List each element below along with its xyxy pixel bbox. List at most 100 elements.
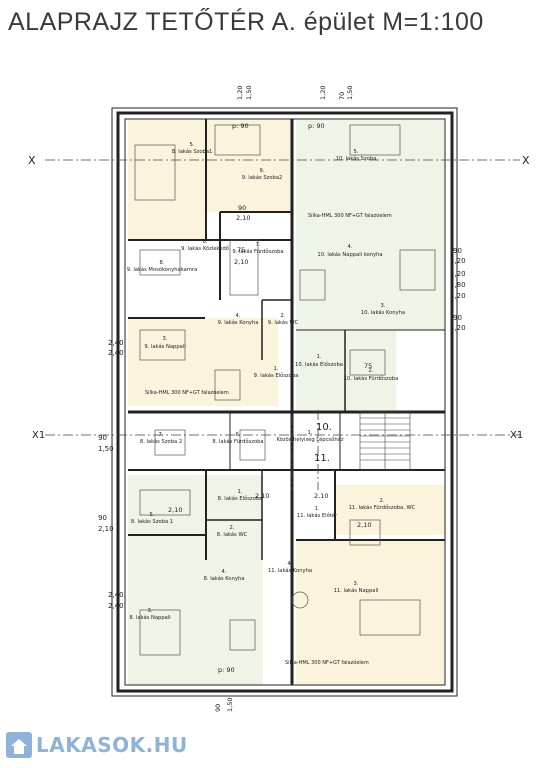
dim-inner-8: 75 (364, 362, 372, 370)
room-title: 10. lakás Előszoba (295, 361, 343, 368)
room-title: 9. lakás Közlekedő (181, 245, 229, 252)
room-num: 2. (230, 525, 235, 531)
logo-text: LAKASOK.HU (36, 733, 188, 757)
furniture (134, 124, 436, 656)
room-num: 2. (369, 368, 374, 374)
dim-top-p-right: p: 90 (308, 122, 325, 130)
room-num: 1. (238, 489, 243, 495)
axis-label-11: 11. (314, 453, 330, 464)
dim-inner-2: 2,10 (236, 214, 250, 222)
room-num: 4. (222, 569, 227, 575)
wall-note-3: Silka-HML 300 NF+GT falazóelem (285, 659, 369, 666)
dim-top-p-left: p: 90 (232, 122, 249, 130)
room-num: 3. (354, 581, 359, 587)
room-title: Közös helyiség Lépcsőház (276, 436, 343, 443)
room-title: 10. lakás Konyha (361, 309, 405, 316)
room-num: 7. (159, 432, 164, 438)
room-num: 6. (203, 239, 208, 245)
dim-inner-9: 2,10 (314, 492, 328, 500)
axis-label-x-right: X (522, 154, 530, 167)
wall-note-2: Silka-HML 300 NF+GT falazóelem (145, 389, 229, 396)
room-title: 11. lakás Fürdőszoba, WC (349, 504, 416, 511)
room-num: 2. (281, 313, 286, 319)
dim-right-7: 1,20 (450, 324, 466, 332)
room-title: 11. lakás Konyha (268, 567, 312, 574)
dim-left-6: 2,10 (98, 525, 114, 533)
bottom-dimensions: p: 90 90 1,50 (214, 666, 235, 712)
room-title: 11. lakás Előtér (297, 512, 338, 519)
room-num: 6. (236, 432, 241, 438)
dim-top-3: 1,20 (319, 86, 327, 100)
wall-notes: Silka-HML 300 NF+GT falazóelem Silka-HML… (145, 212, 392, 666)
room-fills (128, 120, 445, 685)
dim-right-6: 90 (453, 314, 462, 322)
room-title: 10. lakás Fürdőszoba (344, 375, 399, 382)
room-num: 1. (317, 354, 322, 360)
dim-left-1: 2,40 (108, 339, 124, 347)
room-title: 9. lakás Előszoba (254, 372, 299, 379)
axis-label-x1-left: X1 (32, 430, 45, 441)
axis-label-10: 10. (316, 422, 332, 433)
dim-left-4: 1,50 (98, 445, 114, 453)
inner-dimensions: 90 2,10 2,10 75 2,10 2,10 2,10 75 2,10 (168, 204, 372, 529)
site-logo[interactable]: LAKASOK.HU (6, 730, 188, 760)
room-title: 9. lakás Nappali (144, 343, 185, 350)
room-title: 8. lakás Szoba 2 (140, 438, 182, 445)
room-num: 3. (381, 303, 386, 309)
axis-label-x-left: X (28, 154, 36, 167)
dim-left-8: 2,40 (108, 602, 124, 610)
dim-left-5: 90 (98, 514, 107, 522)
room-title: 8. lakás Konyha (204, 575, 245, 582)
room-title: 9. lakás Konyha (218, 319, 259, 326)
dim-inner-5: 2,10 (168, 506, 182, 514)
room-num: 1. (308, 430, 313, 436)
dim-right-2: 1,20 (450, 257, 466, 265)
dim-left-7: 2,40 (108, 591, 124, 599)
dim-right-4: 1,80 (450, 281, 466, 289)
dim-inner-4: 75 (237, 246, 245, 254)
room-num: 5. (150, 512, 155, 518)
drawing-title: ALAPRAJZ TETŐTÉR A. épület M=1:100 (8, 8, 484, 36)
dim-right-3: 1,20 (450, 270, 466, 278)
room-num: 9. (260, 168, 265, 174)
dim-bottom-1: 90 (214, 704, 222, 712)
axis-label-x1-right: X1 (510, 430, 523, 441)
room-num: 4. (288, 561, 293, 567)
dim-inner-3: 2,10 (234, 258, 248, 266)
room-title: 10. lakás Nappali konyha (317, 251, 382, 258)
room-num: 7. (256, 242, 261, 248)
room-title: 9. lakás Fürdőszoba (232, 248, 283, 255)
room-num: 1. (315, 506, 320, 512)
room-title: 8. lakás Előszoba (218, 495, 263, 502)
dim-top-1: 1,20 (236, 86, 244, 100)
room-title: 9. lakás WC (268, 319, 299, 326)
room-title: 8. lakás Szoba1 (172, 148, 213, 155)
dim-left-2: 2,40 (108, 349, 124, 357)
top-dimensions: 1,20 1,50 1,20 70 1,50 p: 90 p: 90 (232, 86, 354, 130)
dim-top-5: 1,50 (346, 86, 354, 100)
axis-lines (45, 159, 520, 490)
dim-inner-6: 2,10 (255, 492, 269, 500)
room-title: 8. lakás Nappali (129, 614, 170, 621)
room-title: 11. lakás Nappali (334, 587, 379, 594)
house-icon (6, 732, 32, 758)
room-num: 8. (160, 260, 165, 266)
room-labels: 5.8. lakás Szoba1 9.9. lakás Szoba2 6.9.… (127, 142, 416, 621)
dim-right-1: 90 (453, 247, 462, 255)
room-num: 4. (236, 313, 241, 319)
wall-note-1: Silka-HML 300 NF+GT falazóelem (308, 212, 392, 219)
staircase (359, 411, 411, 471)
dim-left-3: 90 (98, 434, 107, 442)
room-num: 5. (190, 142, 195, 148)
room-title: 10. lakás Szoba (336, 155, 377, 162)
dim-right-5: 1,20 (450, 292, 466, 300)
left-dimensions: 2,40 2,40 90 1,50 90 2,10 2,40 2,40 (98, 339, 124, 610)
room-num: 4. (348, 244, 353, 250)
room-num: 1. (274, 366, 279, 372)
dim-bottom-p: p: 90 (218, 666, 235, 674)
room-title: 8. lakás Szoba 1 (131, 518, 173, 525)
dim-top-4: 70 (338, 92, 346, 100)
dim-bottom-2: 1,50 (226, 698, 234, 712)
outer-walls (111, 107, 458, 697)
